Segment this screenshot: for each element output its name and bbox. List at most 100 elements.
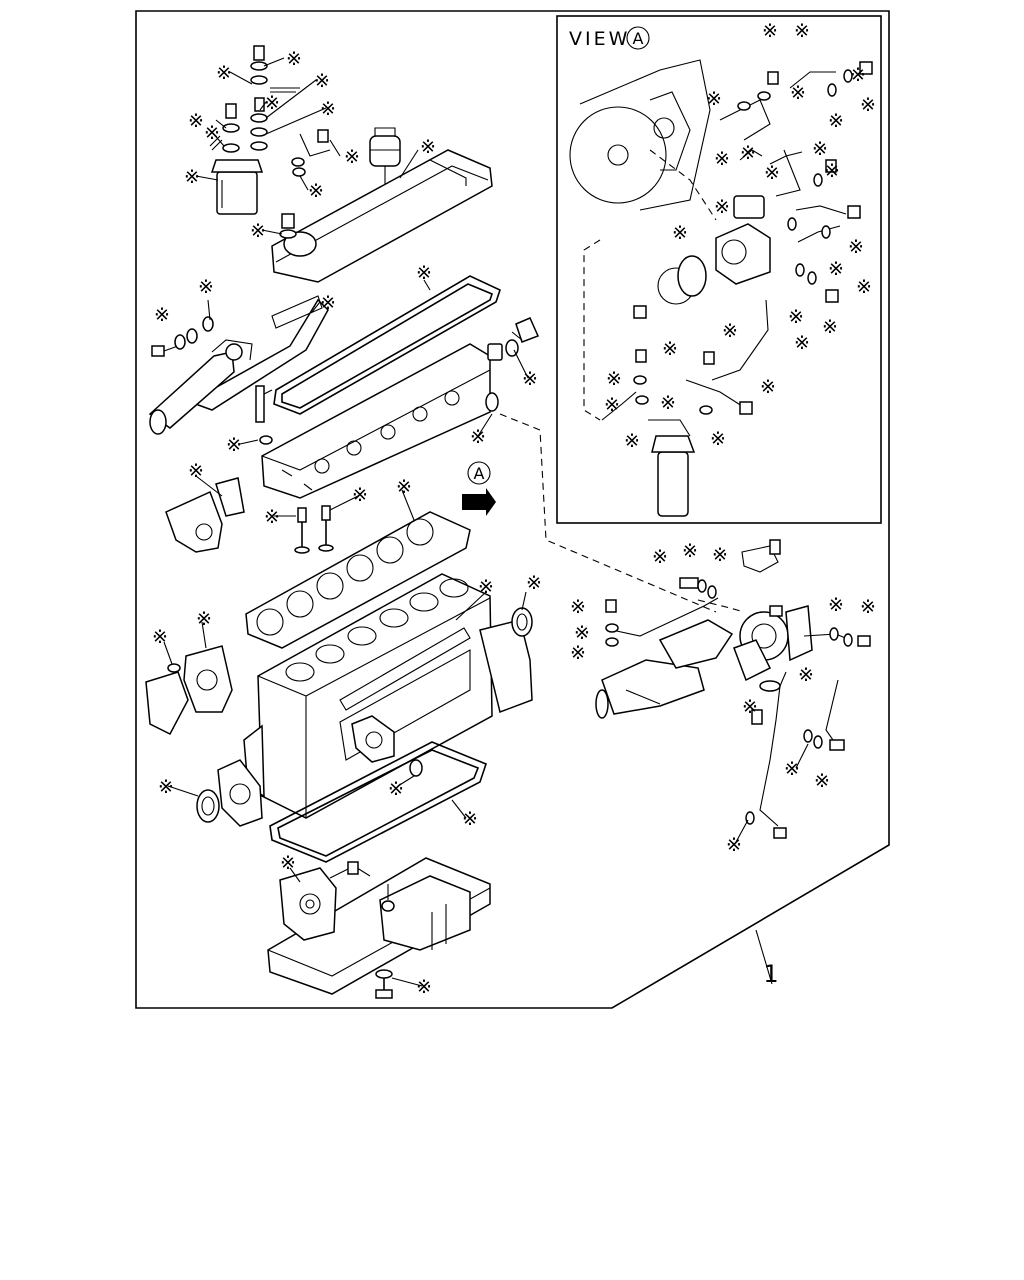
star-marker: ※: [742, 696, 758, 718]
star-marker: ※: [478, 576, 494, 598]
star-marker: ※: [860, 596, 876, 618]
thermostat-housing: [165, 477, 245, 553]
view-a-marker-letter: A: [633, 29, 644, 48]
star-marker: ※: [672, 222, 688, 244]
star-marker: ※: [624, 430, 640, 452]
oil-cooler-cover: [339, 627, 471, 777]
star-marker: ※: [152, 626, 168, 648]
turbo-exhaust-elbow: [595, 619, 734, 719]
star-marker: ※: [188, 460, 204, 482]
star-marker: ※: [570, 596, 586, 618]
star-marker: ※: [462, 808, 478, 830]
star-marker: ※: [250, 220, 266, 242]
star-marker: ※: [660, 392, 676, 414]
star-marker: ※: [828, 258, 844, 280]
star-marker: ※: [320, 292, 336, 314]
star-marker: ※: [226, 434, 242, 456]
star-marker: ※: [280, 852, 296, 874]
star-marker: ※: [760, 376, 776, 398]
star-marker: ※: [740, 142, 756, 164]
star-marker: ※: [308, 180, 324, 202]
oil-pan: [267, 857, 491, 995]
star-marker: ※: [526, 572, 542, 594]
star-marker: ※: [712, 544, 728, 566]
star-marker: ※: [662, 338, 678, 360]
star-marker: ※: [788, 306, 804, 328]
cylinder-block: [243, 573, 533, 819]
star-marker: ※: [784, 758, 800, 780]
star-marker: ※: [196, 608, 212, 630]
star-marker: ※: [714, 148, 730, 170]
oil-pan-gasket: [269, 741, 487, 863]
star-marker: ※: [706, 88, 722, 110]
star-marker: ※: [850, 64, 866, 86]
star-marker: ※: [470, 426, 486, 448]
star-marker: ※: [798, 664, 814, 686]
star-marker: ※: [814, 770, 830, 792]
oil-filter-assembly: [209, 45, 331, 215]
star-marker: ※: [714, 196, 730, 218]
star-marker: ※: [388, 778, 404, 800]
star-marker: ※: [216, 62, 232, 84]
outer-frame: [135, 10, 890, 1009]
star-marker: ※: [604, 394, 620, 416]
head-gasket: [245, 511, 471, 649]
view-a-fuel-filter: [648, 419, 696, 517]
star-marker: ※: [764, 162, 780, 184]
star-marker: ※: [856, 276, 872, 298]
view-a-label: VIEW: [569, 28, 630, 50]
water-manifold: [148, 295, 329, 435]
star-marker: ※: [762, 20, 778, 42]
injector-nozzle: [255, 385, 273, 445]
star-marker: ※: [416, 976, 432, 998]
star-marker: ※: [264, 92, 280, 114]
svg-text:A: A: [474, 464, 485, 483]
star-marker: ※: [188, 110, 204, 132]
front-seals: [145, 607, 533, 827]
turbo-oil-lines: [605, 577, 871, 839]
star-marker: ※: [824, 160, 840, 182]
view-a-inset-frame: [556, 15, 882, 524]
star-marker: ※: [652, 546, 668, 568]
star-marker: ※: [320, 98, 336, 120]
drain-plug: [375, 969, 393, 999]
star-markers: ※ ※ ※ ※ ※ ※ ※ ※ ※ ※ ※ ※ ※ ※ ※ ※ ※ ※ ※ ※ ※ ※ ※ ※ ※ ※ ※ ※ ※ ※ ※ ※ ※ ※ ※ ※ ※ ※ ※ ※…: [152, 20, 876, 998]
star-marker: ※: [860, 94, 876, 116]
cylinder-head: [261, 343, 491, 499]
star-marker: ※: [828, 110, 844, 132]
star-marker: ※: [344, 146, 360, 168]
star-marker: ※: [710, 428, 726, 450]
star-marker: ※: [154, 304, 170, 326]
star-marker: ※: [794, 20, 810, 42]
star-marker: ※: [314, 70, 330, 92]
star-marker: ※: [682, 540, 698, 562]
star-marker: ※: [726, 834, 742, 856]
star-marker: ※: [204, 122, 220, 144]
valves: [294, 505, 334, 554]
star-marker: ※: [264, 506, 280, 528]
star-marker: ※: [396, 476, 412, 498]
star-marker: ※: [574, 622, 590, 644]
view-a-fuel-lines: [601, 71, 847, 421]
view-a-engine-outline: [569, 59, 711, 211]
leader-lines: [163, 57, 809, 987]
turbocharger: [733, 539, 813, 682]
view-a-marker-circle: [626, 26, 650, 50]
oil-pump: [279, 861, 395, 941]
star-marker: ※: [420, 136, 436, 158]
star-marker: ※: [822, 316, 838, 338]
star-marker: ※: [828, 594, 844, 616]
star-marker: ※: [352, 484, 368, 506]
star-marker: ※: [522, 368, 538, 390]
star-marker: ※: [606, 368, 622, 390]
star-marker: ※: [812, 138, 828, 160]
star-marker: ※: [848, 236, 864, 258]
star-marker: ※: [286, 48, 302, 70]
head-plug: [485, 317, 540, 412]
star-marker: ※: [570, 642, 586, 664]
star-marker: ※: [184, 166, 200, 188]
left-bolts: [151, 316, 214, 357]
star-marker: ※: [158, 776, 174, 798]
star-marker: ※: [790, 82, 806, 104]
